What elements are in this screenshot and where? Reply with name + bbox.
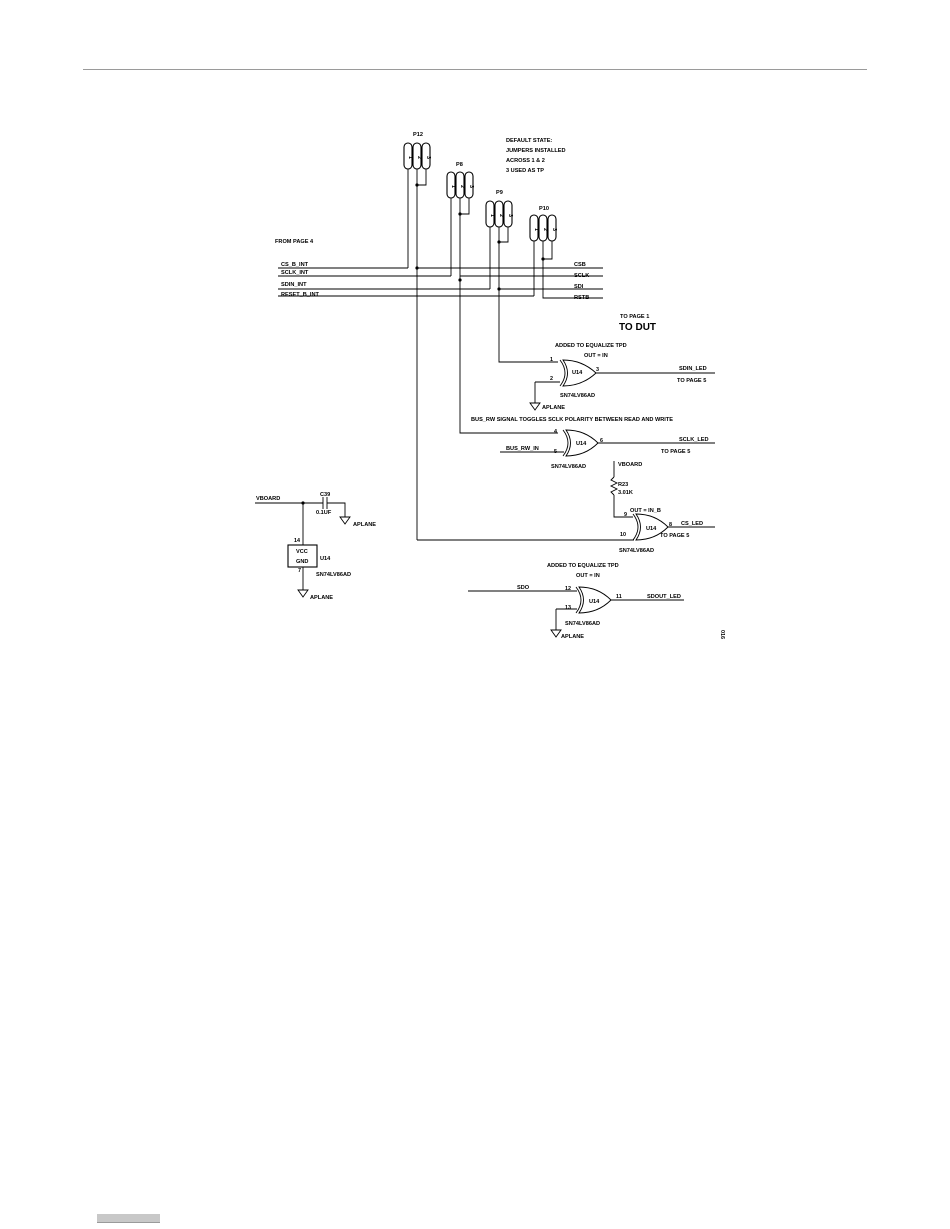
svg-text:TO PAGE 5: TO PAGE 5 <box>661 449 690 455</box>
xor-gate-1: ADDED TO EQUALIZE TPD OUT = IN 1 2 3 U14… <box>529 343 715 411</box>
svg-text:3.01K: 3.01K <box>618 490 633 496</box>
net-sdi: SDI <box>574 284 584 290</box>
svg-text:0.1UF: 0.1UF <box>316 510 332 516</box>
xor-gate-4: ADDED TO EQUALIZE TPD OUT = IN 12 13 11 … <box>468 563 684 640</box>
svg-text:3: 3 <box>551 228 557 231</box>
svg-text:SN74LV86AD: SN74LV86AD <box>316 572 351 578</box>
svg-text:9: 9 <box>624 512 627 518</box>
svg-text:ADDED TO EQUALIZE TPD: ADDED TO EQUALIZE TPD <box>555 343 627 349</box>
to-page1-label: TO PAGE 1 <box>620 314 649 320</box>
svg-text:U14: U14 <box>589 599 600 605</box>
svg-text:OUT = IN: OUT = IN <box>576 573 600 579</box>
net-cs-b-int: CS_B_INT <box>281 262 309 268</box>
svg-text:U14: U14 <box>572 370 583 376</box>
net-reset-b-int: RESET_B_INT <box>281 292 320 298</box>
net-vboard: VBOARD <box>256 496 280 502</box>
svg-text:TO PAGE 5: TO PAGE 5 <box>660 533 689 539</box>
svg-text:2: 2 <box>550 376 553 382</box>
svg-text:10: 10 <box>620 532 626 538</box>
svg-text:U14: U14 <box>576 441 587 447</box>
net-sclk: SCLK <box>574 273 589 279</box>
svg-text:1: 1 <box>450 185 456 188</box>
svg-text:U14: U14 <box>646 526 657 532</box>
svg-text:1: 1 <box>407 156 413 159</box>
input-nets: CS_B_INT SCLK_INT SDIN_INT RESET_B_INT <box>278 262 534 298</box>
svg-text:2: 2 <box>459 185 465 188</box>
svg-text:APLANE: APLANE <box>561 634 584 640</box>
svg-text:8: 8 <box>669 522 672 528</box>
jumper-P9: P9 1 2 3 <box>485 190 558 363</box>
default-state-note: DEFAULT STATE: JUMPERS INSTALLED ACROSS … <box>506 138 566 174</box>
svg-text:3: 3 <box>596 367 599 373</box>
svg-text:4: 4 <box>554 429 557 435</box>
power-decoupling: VBOARD C39 0.1UF APLANE 14 VCC GND 7 U14… <box>255 492 376 601</box>
net-bus-rw-in: BUS_RW_IN <box>506 446 539 452</box>
svg-text:6: 6 <box>600 438 603 444</box>
from-page-label: FROM PAGE 4 <box>275 239 314 245</box>
svg-text:APLANE: APLANE <box>310 595 333 601</box>
net-rstb: RSTB <box>574 295 589 301</box>
net-sdin-led: SDIN_LED <box>679 366 707 372</box>
net-sdo: SDO <box>517 585 530 591</box>
svg-text:DEFAULT STATE:: DEFAULT STATE: <box>506 138 552 144</box>
svg-text:7: 7 <box>298 568 301 574</box>
svg-text:OUT = IN_B: OUT = IN_B <box>630 508 661 514</box>
net-cs-led: CS_LED <box>681 521 703 527</box>
svg-text:11: 11 <box>616 594 622 600</box>
svg-text:2: 2 <box>498 214 504 217</box>
net-sclk-led: SCLK_LED <box>679 437 709 443</box>
svg-text:3: 3 <box>425 156 431 159</box>
svg-text:JUMPERS INSTALLED: JUMPERS INSTALLED <box>506 148 566 154</box>
label-P8: P8 <box>456 162 463 168</box>
label-P9: P9 <box>496 190 503 196</box>
svg-text:TO PAGE 5: TO PAGE 5 <box>677 378 706 384</box>
svg-text:1: 1 <box>550 357 553 363</box>
svg-text:VBOARD: VBOARD <box>618 462 642 468</box>
net-sdout-led: SDOUT_LED <box>647 594 681 600</box>
label-P10: P10 <box>539 206 549 212</box>
label-P12: P12 <box>413 132 423 138</box>
output-nets: CSB SCLK SDI RSTB TO PAGE 1 TO DUT <box>415 262 656 333</box>
xor-gate-3: VBOARD R23 3.01K OUT = IN_B 9 10 8 U14 S… <box>417 461 715 554</box>
svg-text:2: 2 <box>416 156 422 159</box>
svg-text:3: 3 <box>507 214 513 217</box>
svg-text:1: 1 <box>489 214 495 217</box>
footer-bar <box>97 1214 160 1223</box>
svg-text:SN74LV86AD: SN74LV86AD <box>551 464 586 470</box>
svg-text:APLANE: APLANE <box>353 522 376 528</box>
svg-text:3: 3 <box>468 185 474 188</box>
jumper-P12: P12 1 2 3 <box>403 132 431 540</box>
svg-text:3 USED AS TP: 3 USED AS TP <box>506 168 544 174</box>
svg-text:ADDED TO EQUALIZE TPD: ADDED TO EQUALIZE TPD <box>547 563 619 569</box>
svg-text:VCC: VCC <box>296 549 308 555</box>
svg-text:U14: U14 <box>320 556 331 562</box>
net-sclk-int: SCLK_INT <box>281 270 309 276</box>
svg-text:ACROSS 1 & 2: ACROSS 1 & 2 <box>506 158 545 164</box>
svg-text:1: 1 <box>533 228 539 231</box>
svg-text:2: 2 <box>542 228 548 231</box>
net-sdin-int: SDIN_INT <box>281 282 307 288</box>
figure-id: 016 <box>719 630 725 639</box>
capacitor-C39: C39 <box>320 492 330 498</box>
xor-gate-2: BUS_RW SIGNAL TOGGLES SCLK POLARITY BETW… <box>471 417 715 470</box>
svg-text:OUT = IN: OUT = IN <box>584 353 608 359</box>
svg-text:SN74LV86AD: SN74LV86AD <box>619 548 654 554</box>
header-rule <box>83 69 867 70</box>
net-csb: CSB <box>574 262 586 268</box>
svg-text:12: 12 <box>565 586 571 592</box>
resistor-R23: R23 <box>618 482 628 488</box>
svg-text:13: 13 <box>565 605 571 611</box>
svg-text:GND: GND <box>296 559 308 565</box>
svg-text:SN74LV86AD: SN74LV86AD <box>565 621 600 627</box>
to-dut-label: TO DUT <box>619 322 656 333</box>
svg-text:SN74LV86AD: SN74LV86AD <box>560 393 595 399</box>
jumper-P10: P10 1 2 3 <box>529 206 603 299</box>
svg-text:BUS_RW SIGNAL TOGGLES SCLK POL: BUS_RW SIGNAL TOGGLES SCLK POLARITY BETW… <box>471 417 673 423</box>
jumper-P8: P8 1 2 3 <box>446 162 558 434</box>
svg-text:14: 14 <box>294 538 300 544</box>
svg-text:APLANE: APLANE <box>542 405 565 411</box>
